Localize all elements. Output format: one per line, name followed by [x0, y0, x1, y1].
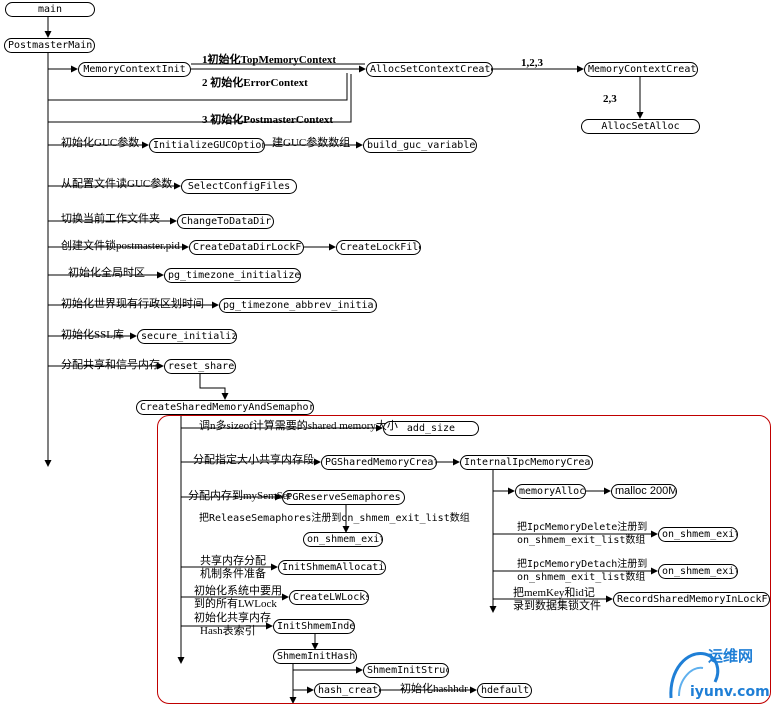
- label-register-release-semaphores: 把ReleaseSemaphores注册到on_shmem_exit_list数…: [199, 513, 470, 524]
- label-init-lwlock-2: 到的所有LWLock: [194, 598, 277, 610]
- label-calc-shared-memory-size: 调n多sizeof计算需要的shared memory大小: [199, 420, 398, 432]
- label-alloc-to-mysemset: 分配内存到mySemSet: [188, 490, 291, 502]
- node-alloc-set-alloc[interactable]: AllocSetAlloc: [581, 119, 700, 134]
- label-alloc-shared-mem-sem: 分配共享和信号内存: [61, 359, 160, 371]
- label-init-shared-hash-1: 初始化共享内存: [194, 612, 271, 624]
- label-register-ipc-memory-detach-1: 把IpcMemoryDetach注册到: [517, 559, 648, 570]
- label-record-memkey-2: 录到数据集锁文件: [513, 600, 601, 612]
- label-shared-mem-alloc-prep-2: 机制条件准备: [200, 568, 266, 580]
- node-internal-ipc-memory-create[interactable]: InternalIpcMemoryCreate: [460, 455, 593, 470]
- node-memory-context-create[interactable]: MemoryContextCreate: [584, 62, 698, 77]
- label-switch-work-dir: 切换当前工作文件夹: [61, 213, 160, 225]
- label-init-shared-hash-2: Hash表索引: [200, 625, 256, 637]
- node-init-shmem-index[interactable]: InitShmemIndex: [273, 619, 355, 634]
- node-memory-context-init[interactable]: MemoryContextInit: [78, 62, 191, 77]
- node-reset-shared[interactable]: reset_shared: [164, 359, 236, 374]
- label-build-guc-array: 建GUC参数数组: [272, 137, 351, 149]
- node-create-lock-file[interactable]: CreateLockFile: [336, 240, 421, 255]
- label-init-error-context: 2 初始化ErrorContext: [202, 77, 308, 89]
- label-init-ssl: 初始化SSL库: [61, 329, 124, 341]
- label-create-postmaster-pid: 创建文件锁postmaster.pid: [61, 240, 180, 252]
- label-steps-23: 2,3: [603, 93, 617, 105]
- node-create-lwlocks[interactable]: CreateLWLocks: [289, 590, 369, 605]
- node-secure-initialize[interactable]: secure_initialize: [137, 329, 237, 344]
- node-hash-create[interactable]: hash_create: [314, 683, 381, 698]
- node-on-shmem-exit-3[interactable]: on_shmem_exit: [658, 564, 738, 579]
- watermark-url: iyunv.com: [690, 684, 770, 700]
- label-init-top-memory-context: 1初始化TopMemoryContext: [202, 54, 337, 66]
- watermark-logo: [669, 652, 720, 699]
- label-record-memkey-1: 把memKey和id记: [513, 587, 595, 599]
- node-shmem-init-hash[interactable]: ShmemInitHash: [273, 649, 357, 664]
- watermark-name: 运维网: [708, 647, 754, 665]
- node-postmaster-main[interactable]: PostmasterMain: [4, 38, 95, 53]
- node-init-shmem-allocation[interactable]: InitShmemAllocation: [278, 560, 386, 575]
- node-record-shared-memory-in-lock-file[interactable]: RecordSharedMemoryInLockFile: [613, 592, 770, 607]
- label-init-timezone-abbrev: 初始化世界现有行政区划时间: [61, 298, 204, 310]
- node-on-shmem-exit-2[interactable]: on_shmem_exit: [658, 527, 738, 542]
- node-add-size[interactable]: add_size: [383, 421, 479, 436]
- node-initialize-guc-options[interactable]: InitializeGUCOptions: [149, 138, 265, 153]
- label-alloc-shared-segment: 分配指定大小共享内存段: [193, 454, 314, 466]
- node-create-shared-memory-and-semaphores[interactable]: CreateSharedMemoryAndSemaphores: [136, 400, 314, 415]
- node-build-guc-variables[interactable]: build_guc_variables: [363, 138, 477, 153]
- label-register-ipc-memory-detach-2: on_shmem_exit_list数组: [517, 572, 646, 583]
- label-steps-123: 1,2,3: [521, 57, 543, 69]
- label-init-global-timezone: 初始化全局时区: [68, 267, 145, 279]
- label-init-guc-params: 初始化GUC参数: [61, 137, 140, 149]
- node-on-shmem-exit-1[interactable]: on_shmem_exit: [303, 532, 383, 547]
- node-change-to-data-dir[interactable]: ChangeToDataDir: [177, 214, 274, 229]
- node-pg-timezone-abbrev-initialize[interactable]: pg_timezone_abbrev_initialize: [219, 298, 377, 313]
- label-init-lwlock-1: 初始化系统中要用: [194, 585, 282, 597]
- node-select-config-files[interactable]: SelectConfigFiles: [181, 179, 297, 194]
- shared-memory-init-group: [157, 415, 771, 704]
- node-create-data-dir-lock-file[interactable]: CreateDataDirLockFile: [189, 240, 304, 255]
- label-register-ipc-memory-delete-1: 把IpcMemoryDelete注册到: [517, 522, 648, 533]
- node-memory-alloc[interactable]: memoryAlloc: [515, 484, 586, 499]
- node-malloc-200m[interactable]: malloc 200M: [611, 484, 677, 499]
- node-shmem-init-struct[interactable]: ShmemInitStruct: [363, 663, 449, 678]
- label-shared-mem-alloc-prep-1: 共享内存分配: [200, 555, 266, 567]
- node-pg-shared-memory-create[interactable]: PGSharedMemoryCreate: [321, 455, 437, 470]
- node-pg-timezone-initialize[interactable]: pg_timezone_initialize: [164, 268, 301, 283]
- label-read-guc-from-config: 从配置文件读GUC参数: [61, 178, 173, 190]
- label-init-hashhdr: 初始化hashhdr: [400, 683, 468, 695]
- label-register-ipc-memory-delete-2: on_shmem_exit_list数组: [517, 535, 646, 546]
- node-pg-reserve-semaphores[interactable]: PGReserveSemaphores: [282, 490, 405, 505]
- node-alloc-set-context-create[interactable]: AllocSetContextCreate: [366, 62, 493, 77]
- node-hdefault[interactable]: hdefault: [477, 683, 532, 698]
- node-main[interactable]: main: [5, 2, 95, 17]
- label-init-postmaster-context: 3 初始化PostmasterContext: [202, 114, 334, 126]
